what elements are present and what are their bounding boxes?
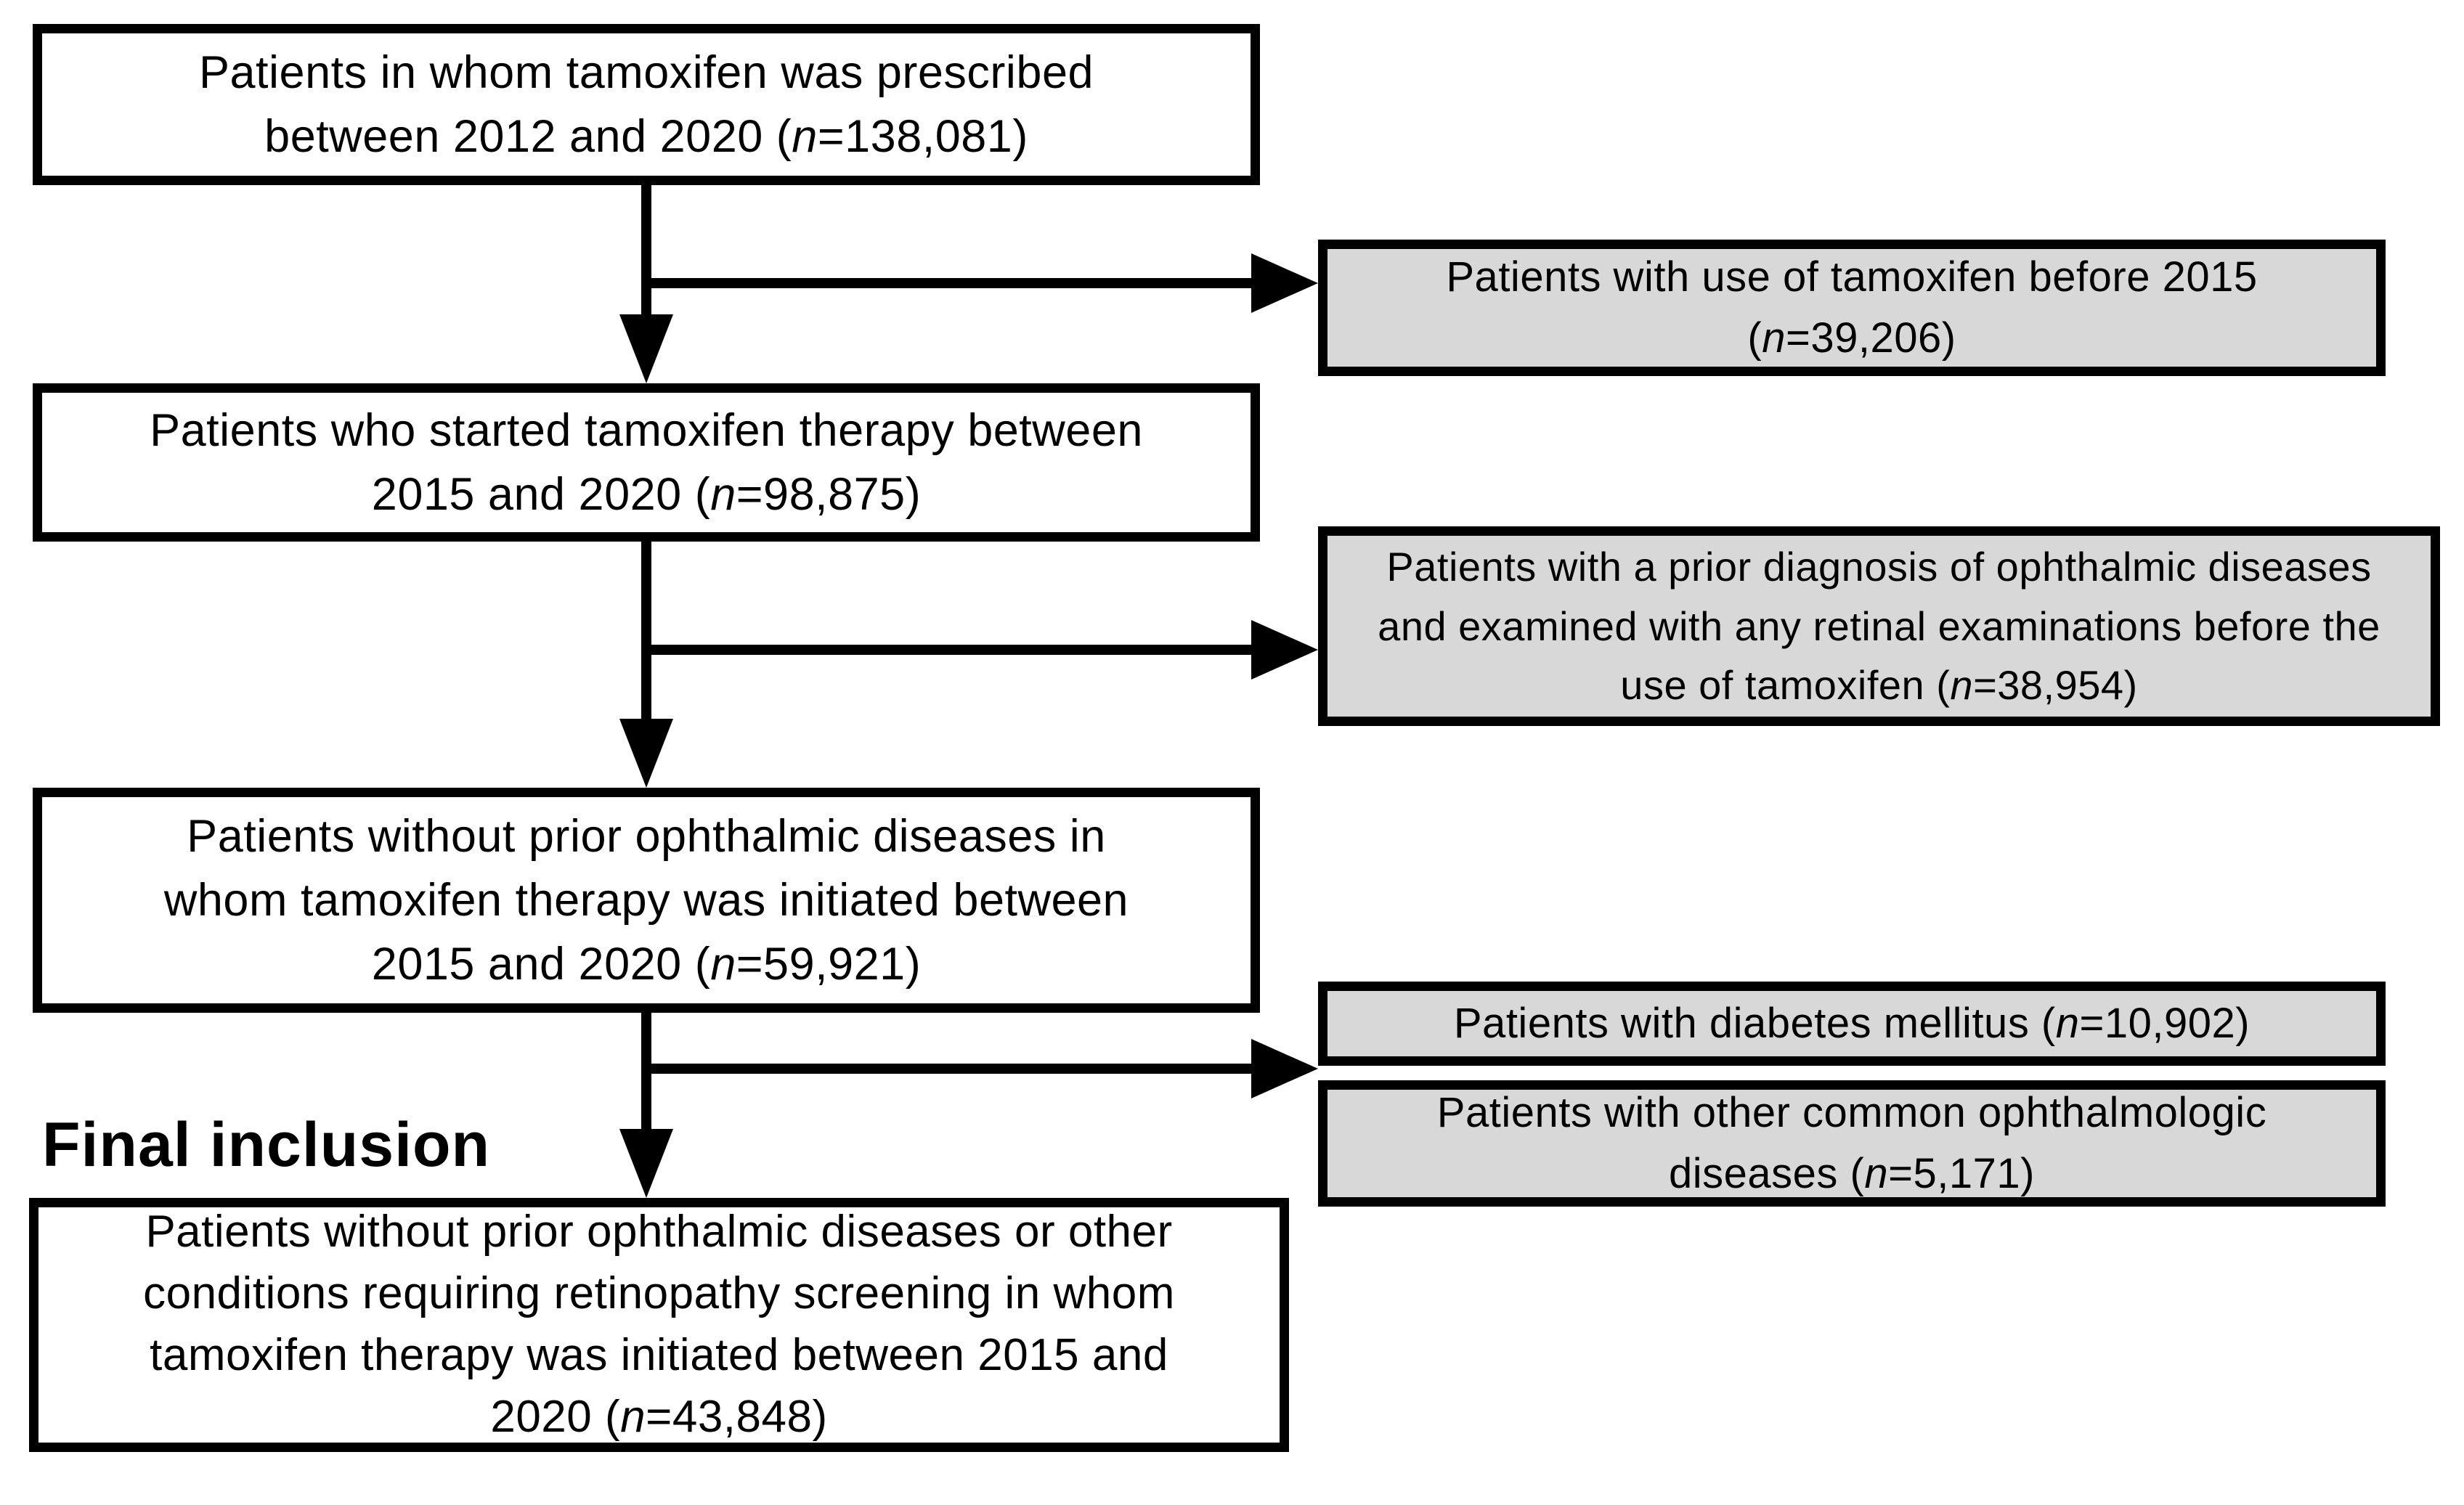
arrow-down-3-head-icon — [619, 1129, 673, 1198]
box-excluded-tamoxifen-before-2015-text: Patients with use of tamoxifen before 20… — [1446, 253, 2258, 362]
box-started-therapy: Patients who started tamoxifen therapy b… — [33, 383, 1260, 542]
arrow-down-1-line — [641, 185, 651, 323]
arrow-branch-1-line — [641, 278, 1255, 288]
arrow-branch-3-head-icon — [1251, 1039, 1318, 1098]
arrow-down-3-line — [641, 1013, 651, 1138]
box-started-therapy-text: Patients who started tamoxifen therapy b… — [150, 404, 1143, 520]
box-excluded-diabetes-mellitus-text: Patients with diabetes mellitus (n=10,90… — [1453, 1000, 2250, 1048]
box-without-prior-ophthalmic: Patients without prior ophthalmic diseas… — [33, 788, 1260, 1013]
box-excluded-other-ophthalmologic-text: Patients with other common ophthalmologi… — [1436, 1089, 2267, 1197]
box-excluded-prior-diagnosis-text: Patients with a prior diagnosis of ophth… — [1378, 543, 2380, 709]
box-final-inclusion-text: Patients without prior ophthalmic diseas… — [143, 1207, 1175, 1442]
box-prescribed-patients-text: Patients in whom tamoxifen was prescribe… — [198, 46, 1094, 162]
box-excluded-prior-diagnosis: Patients with a prior diagnosis of ophth… — [1318, 526, 2440, 726]
final-inclusion-label: Final inclusion — [42, 1110, 491, 1180]
arrow-branch-1-head-icon — [1251, 253, 1318, 313]
arrow-down-2-head-icon — [619, 719, 673, 788]
arrow-branch-3-line — [641, 1064, 1255, 1074]
arrow-down-1-head-icon — [619, 314, 673, 383]
box-excluded-tamoxifen-before-2015: Patients with use of tamoxifen before 20… — [1318, 240, 2386, 376]
box-final-inclusion: Patients without prior ophthalmic diseas… — [29, 1198, 1289, 1452]
arrow-branch-2-head-icon — [1251, 620, 1318, 680]
arrow-branch-2-line — [641, 645, 1255, 655]
box-prescribed-patients: Patients in whom tamoxifen was prescribe… — [33, 24, 1260, 185]
arrow-down-2-line — [641, 542, 651, 727]
box-excluded-diabetes-mellitus: Patients with diabetes mellitus (n=10,90… — [1318, 982, 2386, 1066]
box-without-prior-ophthalmic-text: Patients without prior ophthalmic diseas… — [163, 810, 1129, 990]
box-excluded-other-ophthalmologic: Patients with other common ophthalmologi… — [1318, 1080, 2386, 1207]
